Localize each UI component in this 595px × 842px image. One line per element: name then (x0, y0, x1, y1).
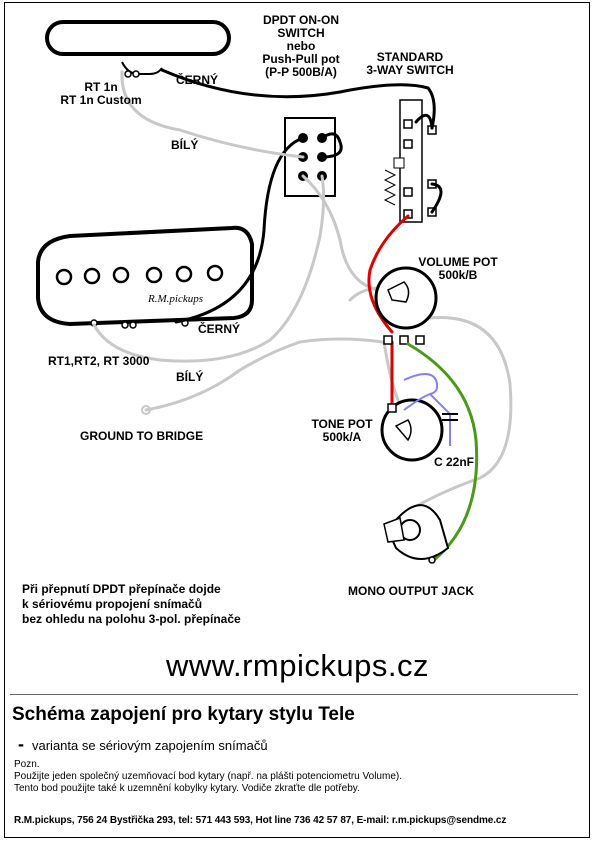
footer-contact: R.M.pickups, 756 24 Bystřička 293, tel: … (14, 815, 507, 826)
subtitle-dash: - (18, 734, 24, 754)
tone-pot (380, 398, 444, 462)
neck-pickup (45, 20, 231, 78)
jack-label: MONO OUTPUT JACK (348, 584, 474, 598)
capacitor (403, 373, 458, 446)
volume-pot (374, 266, 438, 345)
tone-pot-label: TONE POT 500k/A (311, 417, 373, 444)
bridge-pickup: R.M.pickups (36, 225, 254, 329)
notes-line-1: Použijte jeden společný uzemňovací bod k… (14, 771, 402, 782)
notes-heading: Pozn. (14, 759, 40, 770)
bridge-black-wire-label: ČERNÝ (198, 322, 241, 336)
bridge-white-wire-label: BÍLÝ (176, 370, 204, 384)
neck-pickup-label: RT 1n RT 1n Custom (60, 80, 142, 107)
output-jack (383, 504, 450, 564)
divider (10, 694, 578, 695)
three-way-switch-label: STANDARD 3-WAY SWITCH (366, 50, 454, 77)
page-frame (4, 2, 590, 838)
neck-white-wire-label: BÍLÝ (171, 138, 199, 152)
neck-black-wire-label: ČERNÝ (176, 73, 219, 87)
ground-label: GROUND TO BRIDGE (80, 429, 204, 443)
subtitle-text: varianta se sériovým zapojením snímačů (32, 738, 268, 753)
notes-line-2: Tento bod použijte také k uzemnění kobyl… (14, 783, 360, 794)
page-title: Schéma zapojení pro kytary stylu Tele (12, 704, 355, 725)
volume-pot-label: VOLUME POT 500k/B (418, 255, 498, 282)
page-subtitle: -varianta se sériovým zapojením snímačů (18, 734, 268, 755)
three-way-switch (383, 99, 437, 223)
pickup-logo: R.M.pickups (147, 293, 203, 305)
dpdt-note: Při přepnutí DPDT přepínače dojde k séri… (22, 582, 241, 626)
dpdt-switch-label: DPDT ON-ON SWITCH nebo Push-Pull pot (P-… (262, 13, 340, 79)
capacitor-label: C 22nF (434, 455, 475, 469)
website-link[interactable]: www.rmpickups.cz (166, 648, 429, 683)
bridge-pickup-label: RT1,RT2, RT 3000 (48, 354, 150, 368)
notes: Pozn. Použijte jeden společný uzemňovací… (14, 759, 402, 795)
